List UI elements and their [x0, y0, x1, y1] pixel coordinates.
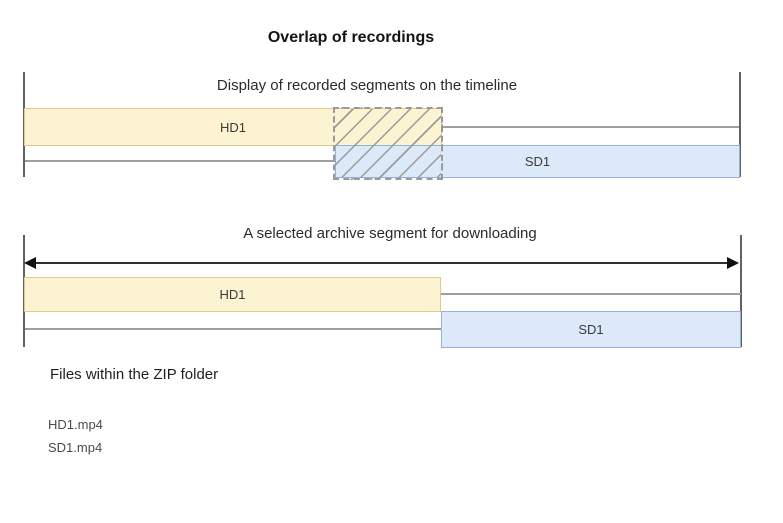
hd-track-line-2 — [441, 293, 741, 295]
arrow-left-head-icon — [24, 257, 36, 269]
timeline2-heading: A selected archive segment for downloadi… — [243, 225, 537, 242]
timeline2-right-boundary — [740, 235, 742, 347]
diagram-title: Overlap of recordings — [267, 29, 435, 46]
hd1-download-label: HD1 — [219, 287, 246, 302]
hd1-label: HD1 — [219, 119, 246, 135]
timeline1-heading: Display of recorded segments on the time… — [216, 77, 518, 94]
sd1-download-label: SD1 — [578, 322, 604, 337]
hd-track-line — [442, 126, 739, 128]
sd-track-line-2 — [25, 328, 441, 330]
zip-files-heading: Files within the ZIP folder — [50, 366, 219, 383]
zip-file-item: HD1.mp4 — [48, 417, 103, 432]
hd1-download-bar: HD1 — [24, 277, 441, 312]
selection-range-arrow — [26, 262, 737, 264]
overlap-hatch-region — [333, 107, 443, 180]
timeline1-right-boundary — [739, 72, 741, 177]
sd1-label: SD1 — [524, 154, 551, 169]
arrow-right-head-icon — [727, 257, 739, 269]
zip-file-list: HD1.mp4 SD1.mp4 — [48, 413, 103, 459]
sd-track-line — [25, 160, 335, 162]
zip-file-item: SD1.mp4 — [48, 440, 103, 455]
sd1-download-bar: SD1 — [441, 311, 741, 348]
